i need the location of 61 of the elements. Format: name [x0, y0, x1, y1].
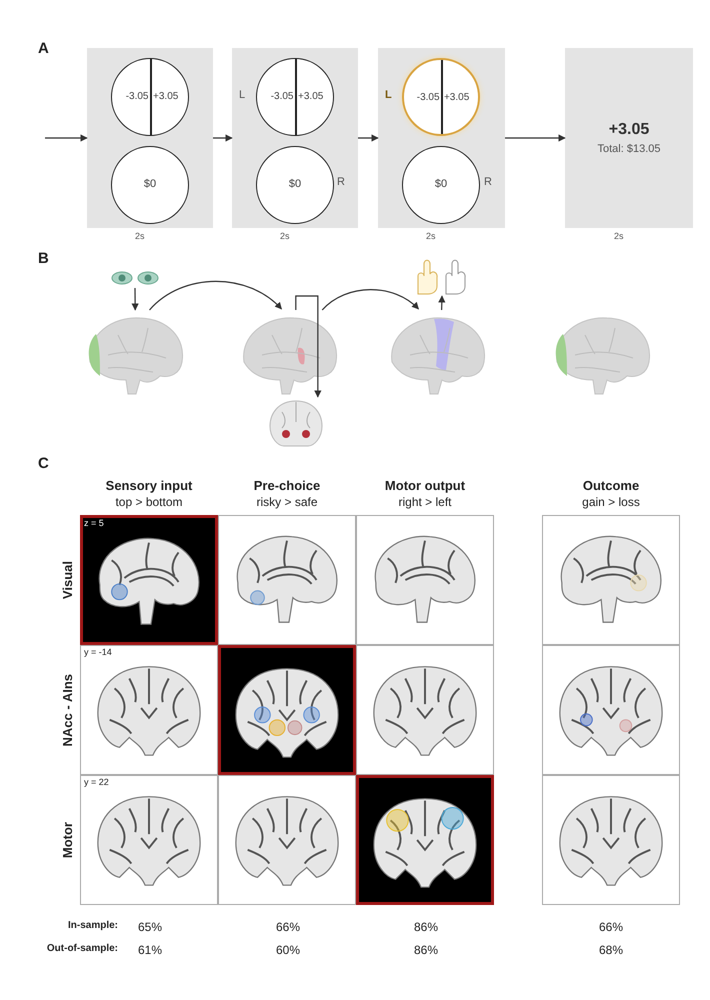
arrow: [322, 289, 420, 310]
coordinate-label: y = -14: [84, 647, 113, 657]
duration-label: 2s: [614, 231, 624, 241]
amount-label: $0: [288, 178, 302, 190]
amount-label: +3.05: [444, 92, 470, 103]
row-label: NAcc - AIns: [60, 674, 75, 746]
arrow: [149, 280, 282, 310]
contrast-label: top > bottom: [114, 495, 184, 509]
contrast-label: gain > loss: [581, 495, 641, 509]
screen-panel: [378, 48, 505, 228]
row-heading: Out-of-sample:: [46, 943, 118, 954]
arrow: [213, 134, 233, 142]
side-label: L: [239, 89, 246, 101]
contrast-label: risky > safe: [255, 495, 319, 509]
option-circle: [402, 58, 480, 136]
accuracy-value: 66%: [598, 920, 624, 934]
amount-label: -3.05: [126, 91, 148, 102]
duration-label: 2s: [280, 231, 290, 241]
row-label: Motor: [60, 822, 75, 858]
row-heading: In-sample:: [66, 920, 118, 931]
amount-label: +3.05: [298, 91, 324, 102]
amount-label: $0: [142, 178, 158, 190]
amount-label: -3.05: [270, 91, 294, 102]
column-heading: Pre-choice: [252, 478, 322, 493]
brain-slice-drawing: [268, 398, 324, 448]
panel-letter: B: [38, 250, 50, 267]
accuracy-value: 66%: [274, 920, 302, 934]
duration-label: 2s: [426, 231, 436, 241]
arrow: [438, 295, 446, 310]
panel-letter: C: [38, 455, 50, 472]
arrow: [505, 134, 566, 142]
side-label: L: [385, 89, 392, 101]
outcome-value: +3.05: [608, 121, 650, 139]
accuracy-value: 60%: [274, 943, 302, 957]
side-label: R: [484, 176, 492, 188]
screen-panel: [565, 48, 693, 228]
arrow: [358, 134, 379, 142]
coordinate-label: y = 22: [84, 777, 110, 787]
amount-label: $0: [434, 178, 448, 190]
column-heading: Outcome: [582, 478, 640, 493]
accuracy-value: 86%: [412, 943, 440, 957]
total-label: Total: $13.05: [598, 143, 660, 155]
accuracy-value: 65%: [136, 920, 164, 934]
column-heading: Sensory input: [104, 478, 194, 493]
amount-label: +3.05: [153, 91, 178, 102]
panel-letter: A: [38, 40, 50, 57]
screen-panel: [232, 48, 358, 228]
arrow: [295, 295, 322, 398]
amount-label: -3.05: [416, 92, 440, 103]
duration-label: 2s: [135, 231, 145, 241]
accuracy-value: 68%: [598, 943, 624, 957]
row-label: Visual: [60, 560, 75, 600]
contrast-label: right > left: [397, 495, 453, 509]
side-label: R: [337, 176, 345, 188]
accuracy-value: 61%: [136, 943, 164, 957]
screen-panel: [87, 48, 213, 228]
arrow: [45, 134, 88, 142]
column-heading: Motor output: [384, 478, 466, 493]
arrow: [132, 288, 139, 311]
coordinate-label: z = 5: [84, 518, 105, 528]
accuracy-value: 86%: [412, 920, 440, 934]
